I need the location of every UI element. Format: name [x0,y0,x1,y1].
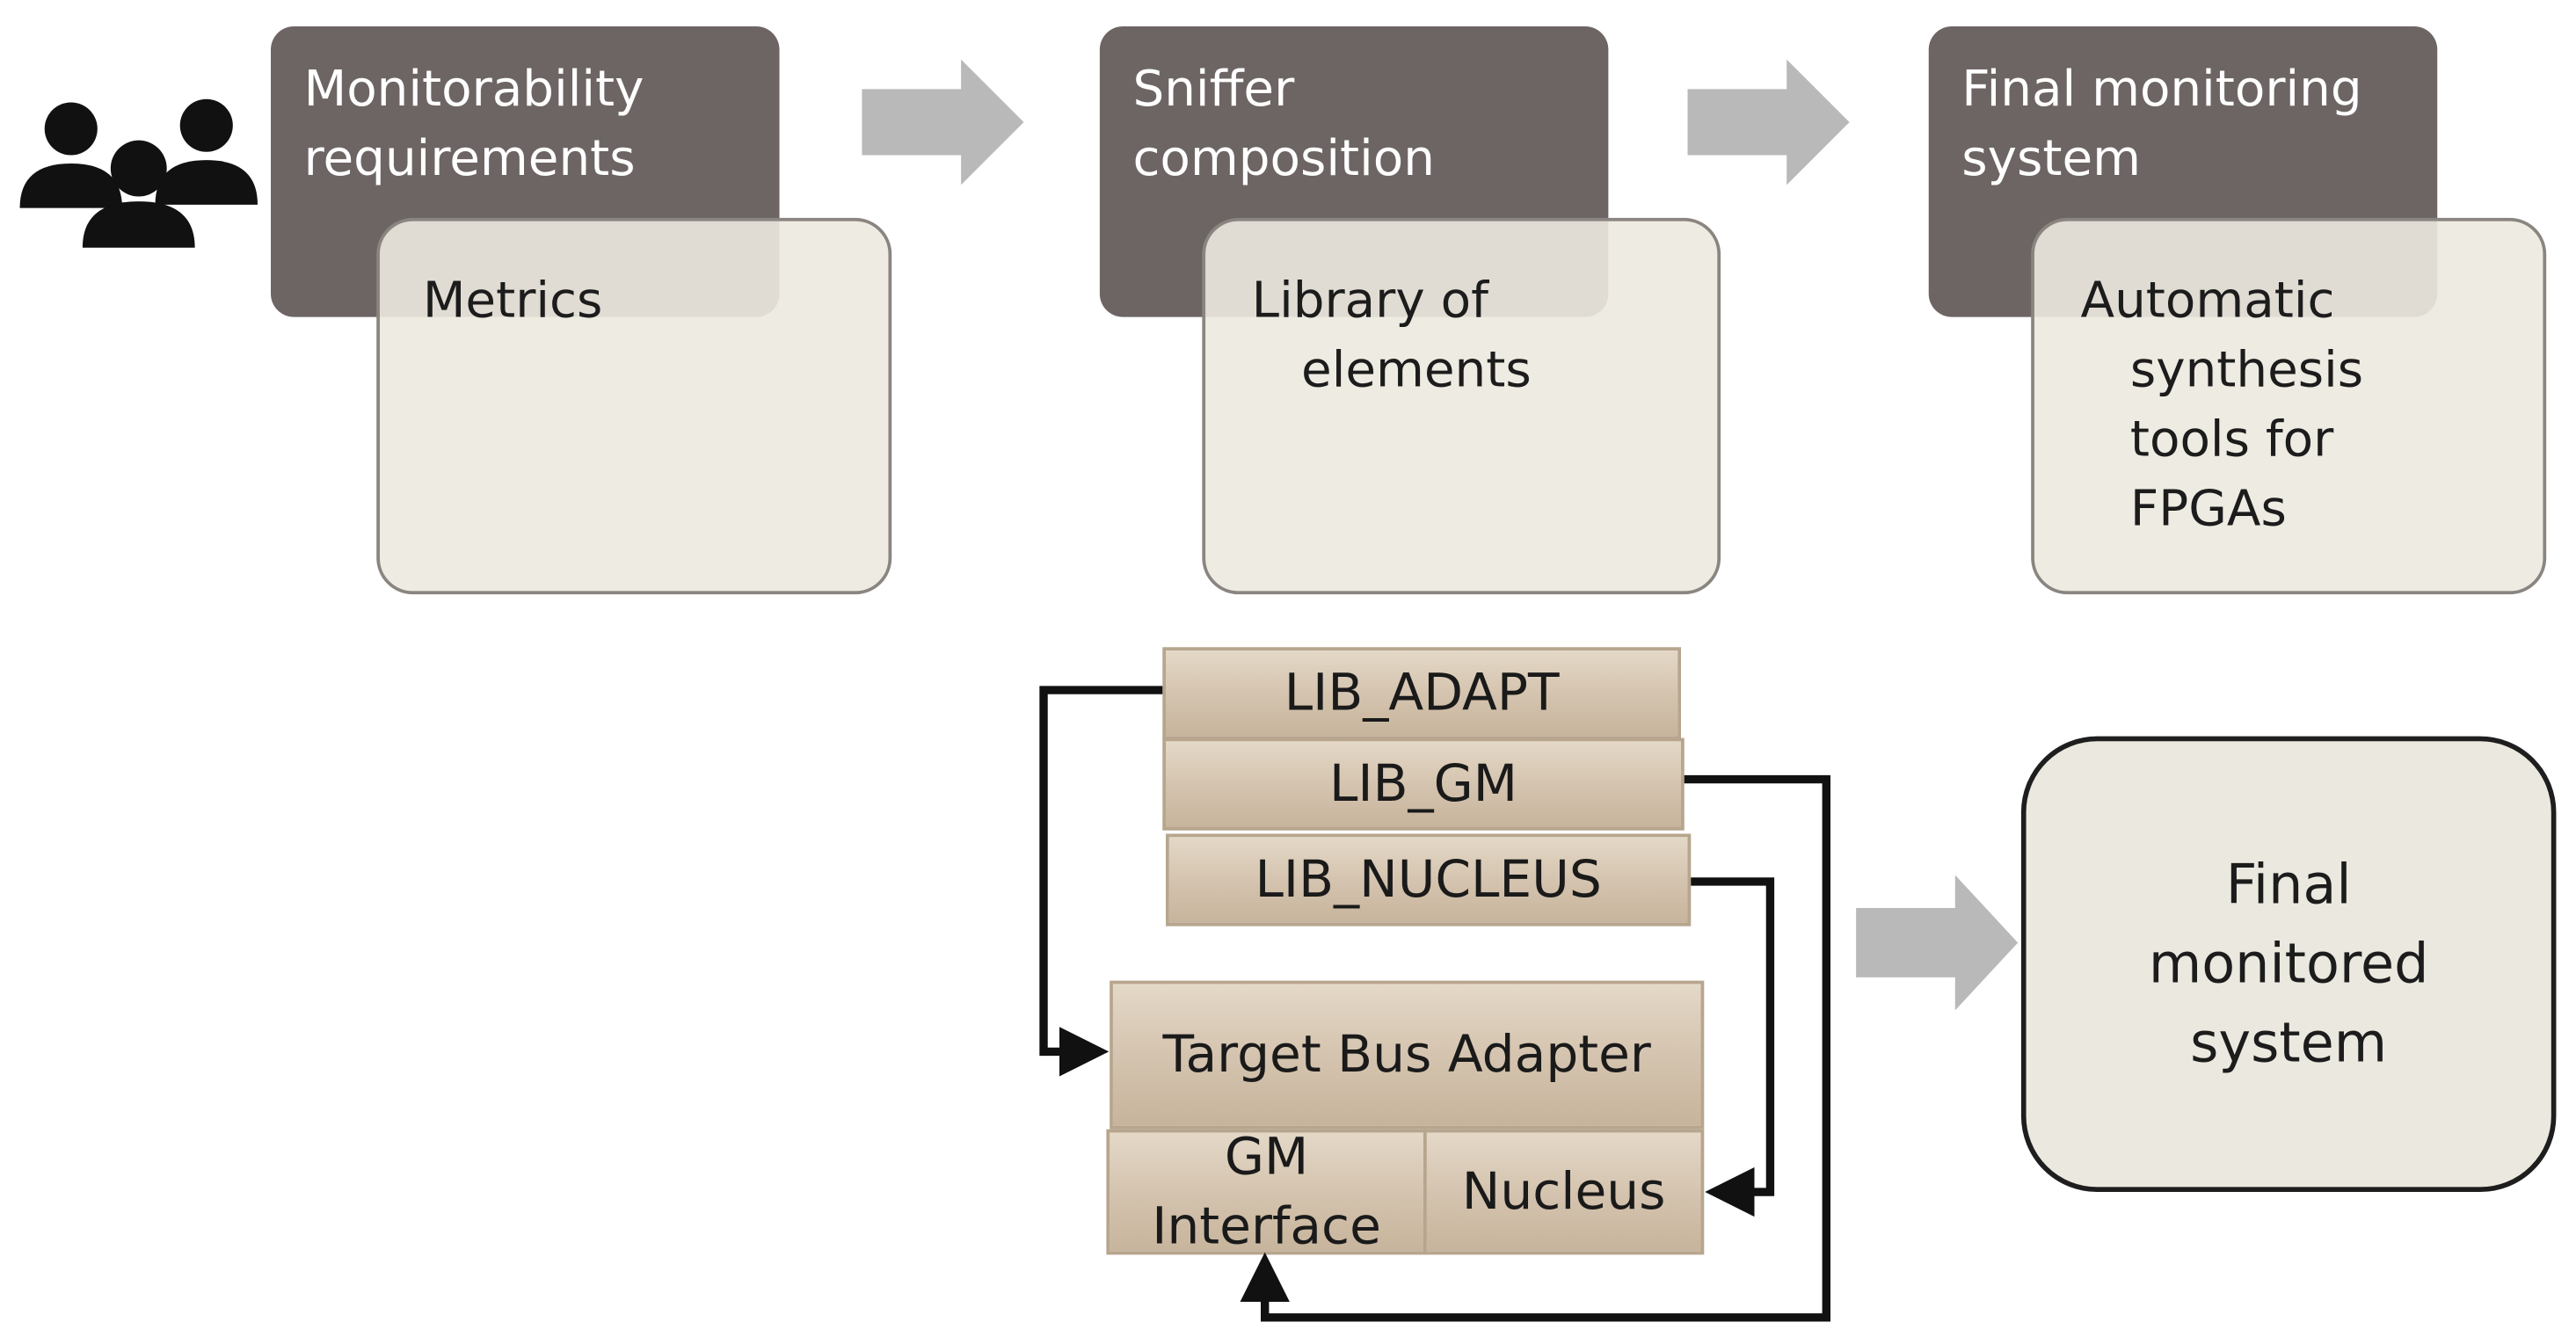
connector-lines [1039,686,1830,1322]
final-box-line: monitored [2148,931,2429,996]
connector-nucleus-to-nucleus [1691,877,1775,1217]
stage-title-line: Final monitoring [1961,61,2362,120]
stage-sub-line: Metrics [422,272,603,331]
stage-sub-line: synthesis [2129,341,2364,400]
connector-adapt-to-bus-adapter [1039,686,1163,1077]
library-lib-gm: LIB_GM [1162,737,1685,831]
stage-title-line: Sniffer [1132,61,1295,120]
right-arrow-icon [1687,59,1850,185]
library-label: LIB_NUCLEUS [1255,850,1602,910]
component-label: GM [1224,1127,1309,1188]
component-label: Interface [1152,1196,1381,1257]
library-lib-nucleus: LIB_NUCLEUS [1166,833,1692,926]
stage-sub-line: Library of [1251,272,1488,331]
stage-sub-line: FPGAs [2129,480,2287,539]
nucleus-box: Nucleus [1423,1129,1705,1255]
final-monitored-system-box: Final monitored system [2020,736,2557,1193]
stage-title-line: requirements [303,130,636,189]
stage-title-line: Monitorability [303,61,644,120]
final-box-line: system [2190,1010,2388,1075]
stage-library-card: Library of elements [1202,217,1721,595]
target-bus-adapter-box: Target Bus Adapter [1110,980,1705,1130]
library-label: LIB_ADAPT [1284,664,1560,723]
users-group-icon [19,98,258,248]
stage-title-line: system [1961,130,2142,189]
component-label: Target Bus Adapter [1162,1025,1651,1085]
stage-synthesis-card: Automatic synthesis tools for FPGAs [2031,217,2547,595]
connector-gm-to-gm-interface [1240,774,1830,1322]
stage-title-line: composition [1132,130,1435,189]
right-arrow-icon [862,59,1024,185]
stage-metrics-card: Metrics [376,217,892,595]
library-label: LIB_GM [1328,754,1518,814]
right-arrow-icon [1856,875,2019,1011]
library-lib-adapt: LIB_ADAPT [1162,647,1682,740]
gm-interface-box: GM Interface [1106,1128,1427,1256]
stage-sub-line: Automatic [2080,272,2335,331]
stage-sub-line: elements [1301,341,1532,400]
component-label: Nucleus [1461,1162,1666,1222]
final-box-line: Final [2225,852,2352,917]
stage-sub-line: tools for [2129,410,2334,469]
